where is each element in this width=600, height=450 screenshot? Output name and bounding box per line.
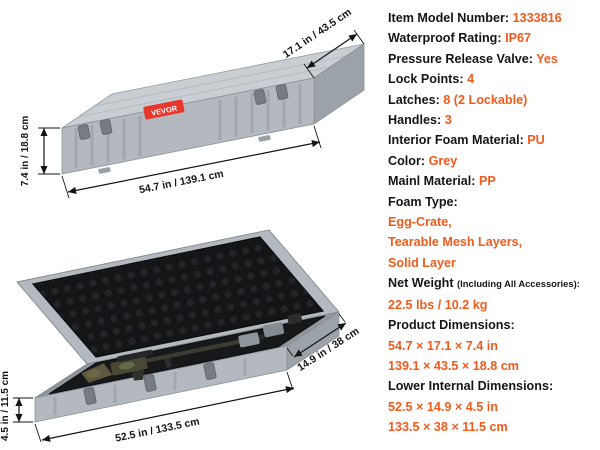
spec-line: Product Dimensions:: [388, 315, 598, 335]
spec-line: Pressure Release Valve: Yes: [388, 49, 598, 69]
spec-line: Tearable Mesh Layers,: [388, 232, 598, 252]
spec-line: Lock Points: 4: [388, 69, 598, 89]
spec-value: 139.1 × 43.5 × 18.8 cm: [388, 358, 519, 373]
spec-value: PP: [478, 174, 496, 189]
spec-line: Interior Foam Material: PU: [388, 130, 598, 150]
spec-value: Tearable Mesh Layers,: [388, 235, 523, 250]
product-illustrations: VEVOR 7.4 in / 18.8 cm 54.7 in / 139.1 c…: [0, 6, 365, 445]
spec-line: Handles: 3: [388, 110, 598, 130]
spec-line: Foam Type:: [388, 192, 598, 212]
dimension-height-closed: 7.4 in / 18.8 cm: [20, 116, 60, 187]
spec-label: Foam Type:: [388, 194, 458, 209]
spec-line: Waterproof Rating: IP67: [388, 28, 598, 48]
spec-line: Latches: 8 (2 Lockable): [388, 90, 598, 110]
rifle-barrel: [145, 337, 249, 363]
spec-value: 4: [467, 72, 475, 87]
open-case-lid: [16, 229, 340, 365]
spec-line: Net Weight (Including All Accessories):: [388, 273, 598, 294]
brand-logo-badge: VEVOR: [143, 99, 185, 120]
spec-label: Lower Internal Dimensions:: [388, 379, 554, 394]
spec-line: Mainl Material: PP: [388, 171, 598, 191]
spec-line: 54.7 × 17.1 × 7.4 in: [388, 336, 598, 356]
spec-value: 8 (2 Lockable): [443, 92, 528, 107]
case-top-ridges: [77, 55, 348, 118]
closed-case-body: VEVOR: [61, 43, 365, 175]
spec-label: Pressure Release Valve:: [388, 51, 537, 66]
closed-case-illustration: VEVOR 7.4 in / 18.8 cm 54.7 in / 139.1 c…: [20, 6, 365, 199]
spec-value: 3: [444, 113, 452, 128]
case-latches: [77, 84, 289, 140]
spec-value: 54.7 × 17.1 × 7.4 in: [388, 338, 498, 353]
dimension-height-open: 4.5 in / 11.5 cm: [0, 371, 33, 441]
spec-value: 22.5 lbs / 10.2 kg: [388, 297, 488, 312]
spec-line: Egg-Crate,: [388, 212, 598, 232]
dimension-label-open-length: 52.5 in / 133.5 cm: [114, 415, 200, 444]
spec-value: PU: [527, 133, 545, 148]
spec-value: Egg-Crate,: [388, 215, 452, 230]
spec-value: 52.5 × 14.9 × 4.5 in: [388, 399, 498, 414]
spec-value: Solid Layer: [388, 255, 456, 270]
spec-label-small: (Including All Accessories):: [457, 278, 580, 290]
lid-egg-crate-foam: [31, 236, 325, 358]
spec-value: 133.5 × 38 × 11.5 cm: [388, 420, 508, 435]
spec-label: Interior Foam Material:: [388, 133, 528, 148]
open-case-illustration: 4.5 in / 11.5 cm 52.5 in / 133.5 cm 14.9…: [0, 229, 361, 445]
spec-line: 22.5 lbs / 10.2 kg: [388, 295, 598, 315]
spec-line: 133.5 × 38 × 11.5 cm: [388, 417, 598, 437]
spec-label: Handles:: [388, 113, 445, 128]
spec-label: Lock Points:: [388, 72, 468, 87]
dimension-label-closed-height: 7.4 in / 18.8 cm: [20, 116, 31, 187]
spec-label: Product Dimensions:: [388, 318, 515, 333]
rifle-scope: [117, 349, 153, 363]
spec-line: Item Model Number: 1333816: [388, 8, 598, 28]
spec-value: IP67: [505, 31, 531, 46]
spec-label: Mainl Material:: [388, 174, 479, 189]
dimension-label-open-height: 4.5 in / 11.5 cm: [0, 371, 11, 441]
spec-line: Color: Grey: [388, 151, 598, 171]
foam-accessories: [238, 313, 303, 348]
spec-line: Solid Layer: [388, 253, 598, 273]
spec-line: 52.5 × 14.9 × 4.5 in: [388, 397, 598, 417]
rifle-in-foam: [81, 334, 265, 383]
spec-value: 1333816: [512, 11, 562, 25]
rifle-magazine: [132, 369, 144, 381]
spec-value: Yes: [536, 51, 558, 66]
spec-line: 139.1 × 43.5 × 18.8 cm: [388, 356, 598, 376]
spec-value: Grey: [428, 153, 458, 168]
spec-label: Net Weight: [388, 276, 458, 291]
spec-label: Color:: [388, 153, 429, 168]
spec-label: Item Model Number:: [388, 11, 513, 25]
spec-label: Latches:: [388, 92, 444, 107]
spec-line: Lower Internal Dimensions:: [388, 376, 598, 396]
spec-label: Waterproof Rating:: [388, 31, 506, 46]
